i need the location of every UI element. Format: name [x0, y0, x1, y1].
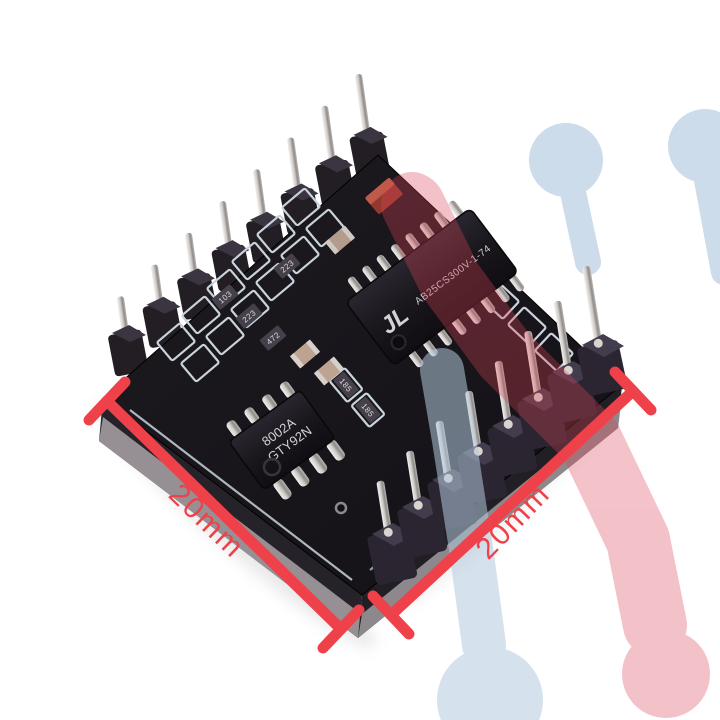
right-dimension-line: [385, 385, 639, 621]
red-trace-overlay: [381, 172, 710, 718]
red-trace-pad: [383, 172, 441, 230]
blue-trace-pad: [437, 647, 543, 720]
smd-resistor: 472: [259, 325, 287, 351]
blue-trace-overlay: [420, 348, 543, 720]
blue-trace-stem: [694, 167, 720, 285]
smd-capacitor-tan: [313, 356, 345, 386]
smd-capacitor-tan: [324, 225, 356, 255]
amp-chip: 8002A GTY92N: [226, 381, 345, 500]
right-dimension-tick: [609, 366, 657, 416]
smd-resistor: 185: [355, 396, 381, 424]
smd-resistor: 223: [273, 253, 301, 279]
smd-resistor: 223: [235, 303, 263, 329]
blue-trace-pad: [668, 109, 720, 183]
amp-chip-leads: [226, 381, 345, 500]
blue-trace-band: [420, 348, 506, 667]
left-dimension-tick: [83, 376, 131, 426]
left-dimension-tick: [317, 604, 365, 654]
smd-resistor: 185: [333, 371, 359, 399]
via-hole: [334, 501, 348, 515]
red-trace-band: [381, 173, 687, 657]
smd-resistor: 103: [211, 284, 239, 310]
smd-capacitor-redbrown: [365, 178, 403, 214]
smd-capacitor-tan: [289, 339, 321, 369]
pin1-dimple: [390, 334, 407, 351]
header-pin: [577, 266, 628, 396]
red-trace-pad: [622, 630, 710, 718]
near-pin-row: [367, 266, 628, 585]
blue-trace-topright: [529, 109, 720, 285]
blue-trace-stem: [553, 147, 601, 275]
main-chip: JL AB25CS300V-1-74: [347, 200, 525, 368]
header-pin: [108, 296, 149, 377]
amp-chip-logo-ring: [262, 457, 282, 477]
left-dimension-line: [101, 395, 347, 635]
right-dimension-tick: [367, 590, 415, 640]
